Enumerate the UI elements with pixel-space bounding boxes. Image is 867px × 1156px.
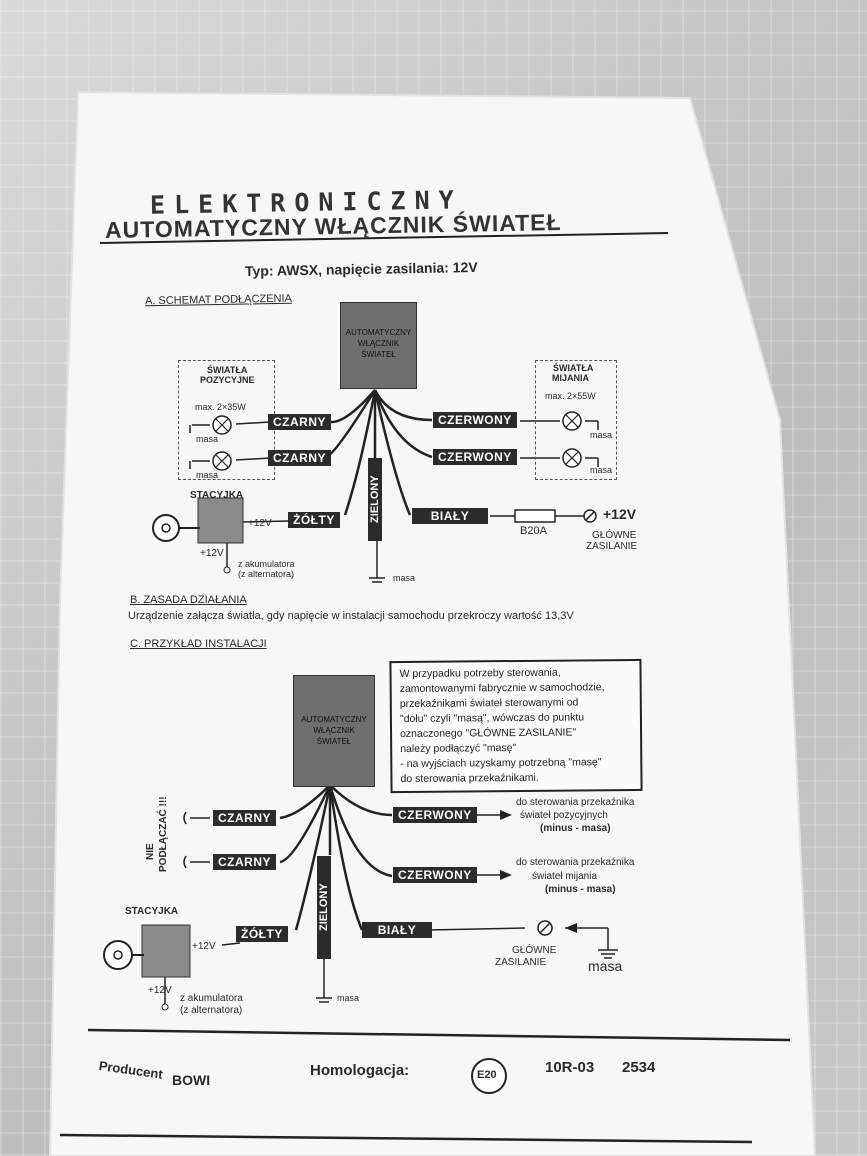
device-label-line: ŚWIATEŁ — [316, 737, 352, 746]
red1-target: do sterowania przekaźnika — [516, 797, 635, 808]
ground-control-note: W przypadku potrzeby sterowania, zamonto… — [389, 658, 643, 794]
ground-label: masa — [196, 434, 219, 444]
red1-target: świateł pozycyjnych — [520, 810, 608, 821]
wire-label-black: CZARNY — [213, 810, 276, 826]
red2-target: świateł mijania — [532, 871, 598, 882]
wire-label-white: BIAŁY — [362, 922, 432, 938]
position-lights-title: POZYCYJNE — [200, 375, 255, 385]
ground-label: masa — [393, 573, 416, 583]
wire-label-red: CZERWONY — [393, 807, 477, 823]
wire-label-green: ZIELONY — [368, 458, 382, 541]
device-box-a: AUTOMATYCZNY WŁĄCZNIK ŚWIATEŁ — [340, 302, 417, 389]
main-supply-label: GŁÓWNE — [512, 945, 557, 956]
battery-label: (z alternatora) — [180, 1005, 243, 1016]
wire-label-green: ZIELONY — [317, 856, 331, 959]
wire-label-red: CZERWONY — [393, 867, 477, 883]
plus12-label: +12V — [200, 548, 224, 559]
device-label-line: WŁĄCZNIK — [313, 726, 355, 735]
low-beam-title: MIJANIA — [552, 373, 590, 383]
position-lights-title: ŚWIATŁA — [207, 365, 248, 375]
red2-target: (minus - masa) — [545, 884, 616, 895]
do-not-connect-label: NIE — [145, 843, 156, 860]
ground-label: masa — [590, 430, 613, 440]
section-c-heading: C. PRZYKŁAD INSTALACJI — [130, 638, 267, 650]
plus12-label: +12V — [248, 518, 272, 529]
low-beam-group — [535, 360, 617, 480]
wire-label-red: CZERWONY — [433, 412, 517, 428]
wire-label-red: CZERWONY — [433, 449, 517, 465]
e-mark: E20 — [477, 1069, 497, 1081]
red2-target: do sterowania przekaźnika — [516, 857, 635, 868]
ground-label: masa — [196, 470, 219, 480]
note-line: - na wyjściach uzyskamy potrzebną "masę" — [400, 756, 602, 771]
note-line: do sterowania przekaźnikami. — [400, 771, 539, 786]
main-supply-label: GŁÓWNE — [592, 530, 637, 541]
main-supply-label: ZASILANIE — [586, 541, 638, 552]
section-b-text: Urządzenie załącza światła, gdy napięcie… — [128, 610, 574, 622]
ground-label: masa — [337, 993, 360, 1003]
device-label-line: AUTOMATYCZNY — [301, 715, 367, 724]
section-b-heading: B. ZASADA DZIAŁANIA — [130, 594, 247, 606]
main-plus-label: +12V — [603, 506, 637, 522]
ground-big-label: masa — [588, 958, 623, 974]
homologation-code: 10R-03 — [545, 1059, 595, 1076]
device-box-c: AUTOMATYCZNY WŁĄCZNIK ŚWIATEŁ — [293, 675, 375, 787]
do-not-connect-label: PODŁĄCZAĆ !!! — [158, 796, 169, 872]
wire-label-black: CZARNY — [268, 414, 331, 430]
homologation-number: 2534 — [622, 1059, 656, 1076]
note-line: zamontowanymi fabrycznie w samochodzie, — [399, 681, 605, 696]
plus12-label: +12V — [192, 941, 216, 952]
device-label-line: ŚWIATEŁ — [361, 350, 396, 359]
red1-target: (minus - masa) — [540, 823, 611, 834]
ignition-label: STACYJKA — [190, 490, 244, 501]
wire-label-black: CZARNY — [268, 450, 331, 466]
device-label-line: AUTOMATYCZNY — [345, 328, 412, 337]
position-lights-max: max. 2×35W — [195, 402, 246, 412]
homologation-label: Homologacja: — [310, 1062, 410, 1079]
main-supply-label: ZASILANIE — [495, 957, 547, 968]
ignition-label: STACYJKA — [125, 906, 179, 917]
battery-label: z akumulatora — [238, 559, 295, 569]
wire-label-black: CZARNY — [213, 854, 276, 870]
producer-name: BOWI — [172, 1072, 211, 1088]
wire-label-yellow: ŻÓŁTY — [236, 926, 288, 942]
battery-label: z akumulatora — [180, 993, 243, 1004]
fuse-label: B20A — [520, 525, 547, 537]
plus12-label: +12V — [148, 985, 172, 996]
battery-label: (z alternatora) — [238, 569, 295, 579]
low-beam-max: max. 2×55W — [545, 391, 596, 401]
wire-label-yellow: ŻÓŁTY — [288, 512, 340, 528]
wire-label-white: BIAŁY — [412, 508, 488, 524]
low-beam-title: ŚWIATŁA — [553, 363, 594, 373]
device-label-line: WŁĄCZNIK — [357, 339, 400, 348]
section-a-heading: A. SCHEMAT PODŁĄCZENIA — [144, 292, 292, 308]
ground-label: masa — [590, 465, 613, 475]
